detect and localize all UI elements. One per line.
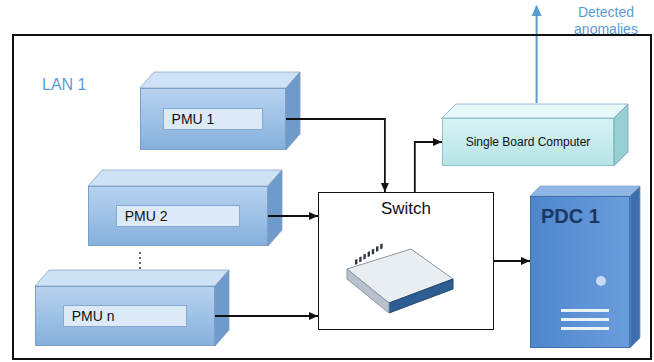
pmu-box: PMU n: [35, 286, 215, 346]
connector-arrow: [494, 260, 530, 262]
lan-region: LAN 1 PMU 1 PMU 2 PMU n Switch Single Board C…: [12, 34, 652, 360]
box-label: Switch: [319, 199, 493, 219]
box-top-face: [530, 186, 640, 196]
box-top-face: [140, 72, 300, 88]
box-top-face: [442, 104, 628, 118]
box-label: PDC 1: [541, 205, 600, 228]
connector-arrow: [268, 215, 318, 217]
pmu-box: PMU 2: [88, 186, 268, 246]
computer-box: Single Board Computer: [442, 118, 614, 166]
output-arrow: [536, 6, 538, 103]
box-side-face: [215, 270, 229, 346]
box-top-face: [35, 270, 229, 286]
box-side-face: [286, 72, 300, 150]
box-side-face: [614, 104, 628, 166]
connector-arrow: [215, 315, 318, 317]
connector-arrow: [415, 142, 442, 192]
box-label: PMU n: [63, 305, 188, 327]
box-side-face: [630, 186, 640, 348]
server-drive: [531, 273, 631, 343]
pmu-box: PMU 1: [140, 88, 286, 150]
box-top-face: [88, 170, 282, 186]
box-label: PMU 2: [116, 205, 241, 227]
box-side-face: [268, 170, 282, 246]
box-label: PMU 1: [163, 108, 264, 130]
box-label: Single Board Computer: [460, 135, 597, 149]
connector-arrow: [286, 119, 385, 192]
output-label: Detected anomalies: [560, 4, 652, 38]
switch-icon: [341, 239, 461, 319]
switch-box: Switch: [318, 192, 494, 330]
pdc-server: PDC 1: [530, 196, 630, 348]
region-label: LAN 1: [42, 76, 86, 94]
